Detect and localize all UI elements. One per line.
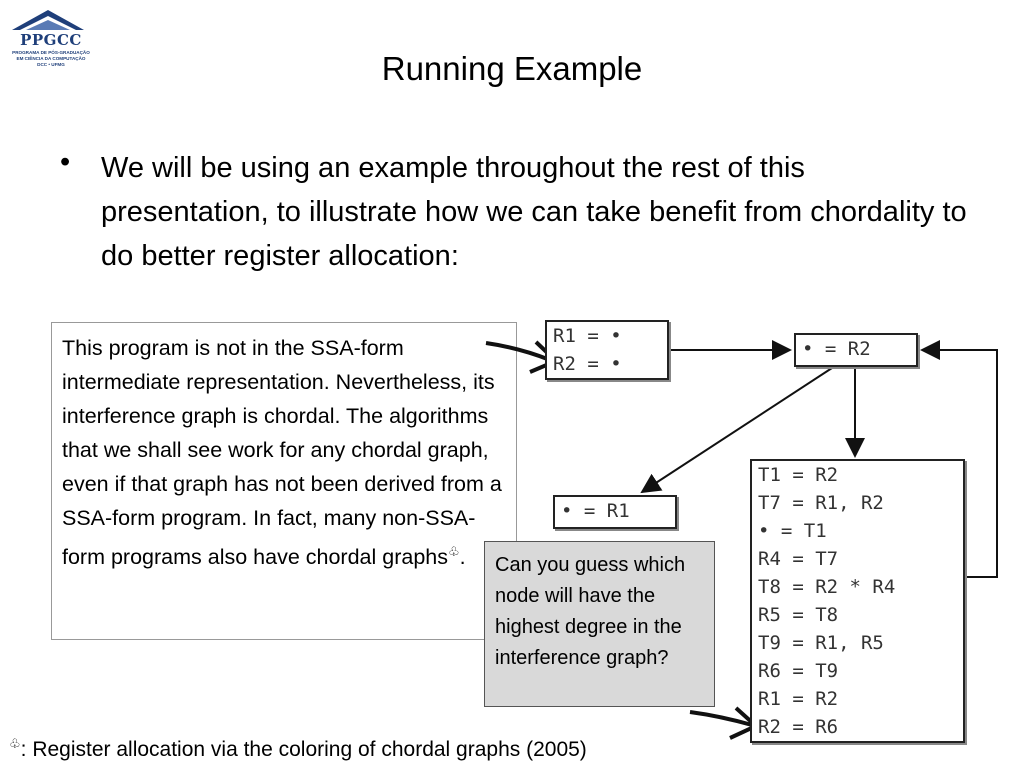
code-line: • = R2 bbox=[802, 338, 871, 360]
footnote-marker: ♧ bbox=[448, 544, 460, 559]
code-line: T7 = R1, R2 bbox=[758, 492, 884, 514]
explanation-box: This program is not in the SSA-form inte… bbox=[51, 322, 517, 640]
code-line: R5 = T8 bbox=[758, 604, 839, 626]
entry-block: R1 = • R2 = • bbox=[545, 320, 669, 380]
logo-subtitle-line: DCC • UFMG bbox=[37, 62, 65, 67]
loop-body-block: T1 = R2 T7 = R1, R2 • = T1 R4 = T7 T8 = … bbox=[750, 459, 965, 743]
ppgcc-logo: PPGCC PROGRAMA DE PÓS-GRADUAÇÃO EM CIÊNC… bbox=[6, 6, 90, 67]
code-line: R1 = • bbox=[553, 325, 622, 347]
question-text: Can you guess which node will have the h… bbox=[495, 554, 686, 669]
question-box: Can you guess which node will have the h… bbox=[484, 541, 715, 707]
footnote-text: : Register allocation via the coloring o… bbox=[20, 738, 587, 761]
back-edge bbox=[920, 340, 998, 578]
bullet-symbol: • bbox=[60, 146, 71, 178]
code-line: R2 = R6 bbox=[758, 716, 839, 738]
hand-arrow-body bbox=[689, 710, 753, 727]
logo-text: PPGCC bbox=[20, 31, 82, 49]
bullet-text: We will be using an example throughout t… bbox=[101, 152, 967, 272]
footnote: ♧: Register allocation via the coloring … bbox=[9, 736, 587, 762]
code-line: R4 = T7 bbox=[758, 548, 839, 570]
slide-title: Running Example bbox=[381, 50, 643, 87]
hand-arrow-entry bbox=[485, 341, 551, 362]
footnote-symbol: ♧ bbox=[9, 736, 21, 751]
explanation-text: This program is not in the SSA-form inte… bbox=[62, 336, 502, 570]
code-line: T9 = R1, R5 bbox=[758, 632, 884, 654]
exit-block: • = R1 bbox=[553, 495, 677, 529]
code-line: R6 = T9 bbox=[758, 660, 839, 682]
code-line: • = T1 bbox=[758, 520, 827, 542]
logo-subtitle-line: EM CIÊNCIA DA COMPUTAÇÃO bbox=[16, 56, 86, 61]
code-line: R2 = • bbox=[553, 353, 622, 375]
loop-head-block: • = R2 bbox=[794, 333, 918, 367]
logo-emblem-icon bbox=[12, 10, 84, 30]
code-line: T1 = R2 bbox=[758, 464, 839, 486]
edge-head-to-exit bbox=[640, 367, 833, 494]
code-line: • = R1 bbox=[561, 500, 630, 522]
code-line: R1 = R2 bbox=[758, 688, 839, 710]
explanation-end: . bbox=[459, 545, 466, 570]
logo-subtitle-line: PROGRAMA DE PÓS-GRADUAÇÃO bbox=[12, 50, 90, 55]
code-line: T8 = R2 * R4 bbox=[758, 576, 896, 598]
